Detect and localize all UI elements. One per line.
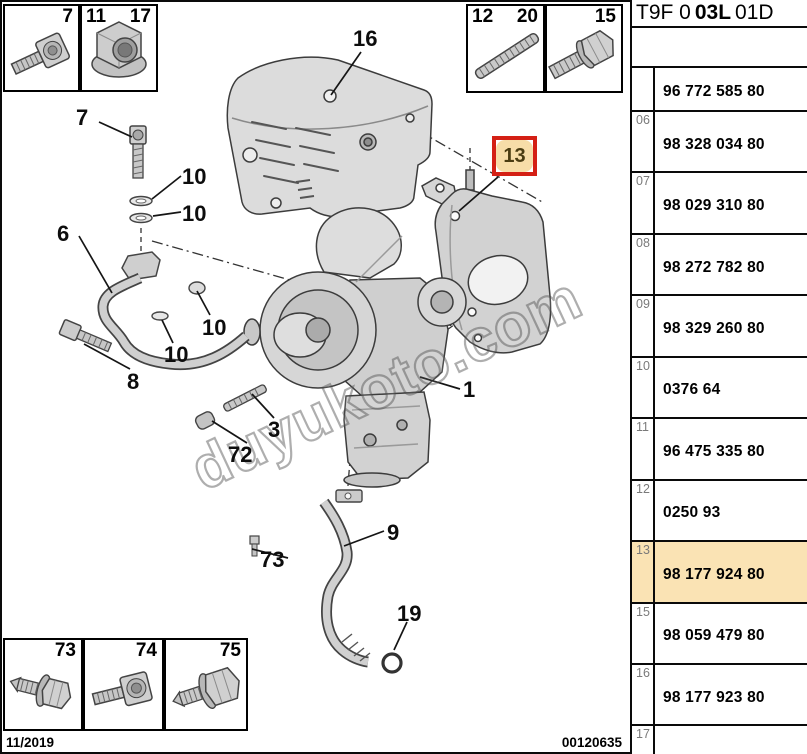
fastener-box-11-17[interactable]: 11 17 xyxy=(80,4,158,92)
stud-and-nut-drawing xyxy=(194,384,267,430)
callout-3[interactable]: 3 xyxy=(268,417,281,442)
socket-head-bolt-icon xyxy=(91,671,153,707)
table-row[interactable]: 15 98 059 479 80 xyxy=(632,603,807,666)
row-index: 07 xyxy=(632,173,655,233)
callout-10-b[interactable]: 10 xyxy=(182,201,207,226)
table-row[interactable]: 06 98 328 034 80 xyxy=(632,111,807,174)
part-number: 98 272 782 80 xyxy=(663,258,765,276)
table-row[interactable]: 17 xyxy=(632,726,807,754)
oil-feed-pipe-drawing xyxy=(58,125,250,371)
table-row[interactable]: 08 98 272 782 80 xyxy=(632,234,807,297)
row-index: 06 xyxy=(632,111,655,172)
threaded-stud-icon xyxy=(474,32,540,80)
fastener-box-12-20[interactable]: 12 20 xyxy=(466,4,545,93)
row-index: 13 xyxy=(632,542,655,602)
part-number: 98 029 310 80 xyxy=(663,197,765,215)
table-row[interactable]: 96 772 585 80 xyxy=(632,67,807,112)
part-number: 98 328 034 80 xyxy=(663,135,765,153)
page-border-bottom xyxy=(0,752,807,754)
callout-7[interactable]: 7 xyxy=(76,105,89,130)
callout-16[interactable]: 16 xyxy=(353,26,378,51)
callout-8[interactable]: 8 xyxy=(127,369,140,394)
fastener-box-7[interactable]: 7 xyxy=(3,4,80,92)
part-number: 0376 64 xyxy=(663,381,721,399)
part-number: 98 177 923 80 xyxy=(663,688,765,706)
turbocharger-drawing xyxy=(243,207,467,488)
hex-flange-screw-icon xyxy=(172,666,240,710)
fastener-box-label: 75 xyxy=(219,640,241,661)
callout-9[interactable]: 9 xyxy=(387,520,400,545)
fastener-box-label: 11 xyxy=(86,6,107,27)
revision-date: 11/2019 xyxy=(6,735,55,750)
callout-73[interactable]: 73 xyxy=(260,547,285,572)
row-index: 09 xyxy=(632,296,655,356)
fastener-box-label: 74 xyxy=(135,640,157,661)
part-number: 0250 93 xyxy=(663,504,721,522)
banjo-bolt-drawing xyxy=(58,319,113,353)
fastener-box-75[interactable]: 75 xyxy=(164,638,248,731)
page-border-top xyxy=(0,0,807,2)
callout-10-c[interactable]: 10 xyxy=(202,315,227,340)
row-index: 16 xyxy=(632,665,655,725)
table-row[interactable]: 10 0376 64 xyxy=(632,357,807,420)
table-row[interactable]: 16 98 177 923 80 xyxy=(632,665,807,727)
callout-13-label: 13 xyxy=(496,140,533,172)
row-index: 15 xyxy=(632,603,655,664)
heat-shield-drawing xyxy=(226,56,433,218)
table-row[interactable]: 07 98 029 310 80 xyxy=(632,173,807,235)
callout-10-d[interactable]: 10 xyxy=(164,342,189,367)
oil-drain-pipe-drawing xyxy=(249,489,403,674)
row-index: 12 xyxy=(632,480,655,541)
part-number: 96 475 335 80 xyxy=(663,442,765,460)
fastener-box-label: 15 xyxy=(594,6,616,27)
page-border-left xyxy=(0,0,2,754)
exploded-view-drawing xyxy=(58,51,552,674)
row-index: 10 xyxy=(632,357,655,418)
fastener-box-74[interactable]: 74 xyxy=(83,638,164,731)
fastener-box-label: 12 xyxy=(472,6,494,27)
row-index: 08 xyxy=(632,234,655,295)
table-spacer xyxy=(632,28,807,68)
diagram-panel: duyukoto.com 7 11 17 xyxy=(3,4,623,750)
table-row-highlighted[interactable]: 13 98 177 924 80 xyxy=(632,542,807,604)
leader-lines xyxy=(78,51,499,651)
part-number: 98 059 479 80 xyxy=(663,627,765,645)
fastener-box-label: 73 xyxy=(54,640,76,661)
fastener-box-label: 17 xyxy=(129,6,151,27)
callout-72[interactable]: 72 xyxy=(228,442,253,467)
document-number: 00120635 xyxy=(561,735,622,750)
catalog-code-bold: 03L xyxy=(694,1,732,24)
catalog-code-prefix: T9F 0 xyxy=(636,1,691,24)
table-row[interactable]: 11 96 475 335 80 xyxy=(632,419,807,481)
flange-nut-icon xyxy=(91,21,147,78)
row-index xyxy=(632,67,655,110)
socket-head-bolt-icon xyxy=(10,32,71,76)
row-index: 11 xyxy=(632,419,655,479)
part-number xyxy=(655,726,807,753)
callout-13-highlighted[interactable]: 13 xyxy=(492,136,537,176)
hex-flange-screw-icon xyxy=(9,674,72,710)
hex-flange-bolt-icon xyxy=(548,29,614,80)
part-number: 96 772 585 80 xyxy=(663,82,765,100)
callout-19[interactable]: 19 xyxy=(397,601,422,626)
table-row[interactable]: 12 0250 93 xyxy=(632,480,807,543)
table-row[interactable]: 09 98 329 260 80 xyxy=(632,296,807,358)
part-number: 98 177 924 80 xyxy=(663,565,765,583)
fastener-box-label: 7 xyxy=(62,6,73,27)
callout-10-a[interactable]: 10 xyxy=(182,164,207,189)
catalog-code-suffix: 01D xyxy=(735,1,774,24)
o-ring-drawing xyxy=(381,652,403,674)
fastener-box-label: 20 xyxy=(516,6,538,27)
part-number: 98 329 260 80 xyxy=(663,320,765,338)
row-index: 17 xyxy=(632,726,655,754)
callout-1[interactable]: 1 xyxy=(463,377,476,402)
fastener-box-15[interactable]: 15 xyxy=(545,4,623,93)
fastener-box-73[interactable]: 73 xyxy=(3,638,83,731)
callout-6[interactable]: 6 xyxy=(57,221,70,246)
